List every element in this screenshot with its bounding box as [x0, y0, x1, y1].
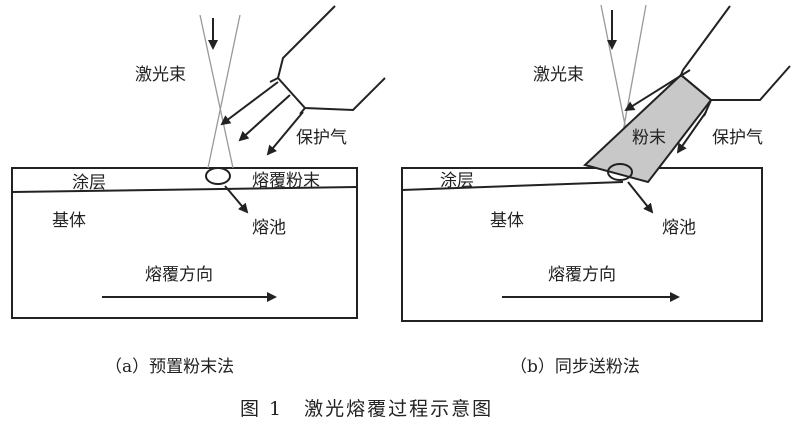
shield-gas-label-b: 保护气 [712, 128, 763, 148]
molten-pool-label-a: 熔池 [252, 218, 286, 238]
substrate-block-b [401, 167, 763, 322]
coating-layer-a [11, 186, 358, 193]
coating-layer-b [401, 181, 624, 191]
molten-pool-arrow-b [627, 181, 654, 214]
powder-label-b: 粉末 [632, 128, 666, 148]
caption-a: （a）预置粉末法 [105, 357, 234, 377]
shield-gas-arrows-a [220, 81, 304, 156]
cladding-direction-label-b: 熔覆方向 [548, 265, 616, 285]
substrate-label-a: 基体 [52, 211, 86, 231]
preset-powder-label-a: 熔覆粉末 [252, 171, 320, 191]
laser-beam-label-b: 激光束 [533, 65, 584, 85]
cladding-direction-label-a: 熔覆方向 [145, 265, 213, 285]
coating-label-b: 涂层 [440, 171, 474, 191]
powder-arrow-b [624, 69, 691, 112]
molten-pool-label-b: 熔池 [662, 218, 696, 238]
molten-pool-shape-b [607, 163, 633, 181]
coating-label-a: 涂层 [72, 173, 106, 193]
panel-a: 激光束 保护气 涂层 熔覆粉末 基体 熔池 熔覆方向 [11, 5, 386, 319]
laser-beam-label-a: 激光束 [135, 65, 186, 85]
shield-gas-label-a: 保护气 [296, 128, 347, 148]
molten-pool-shape-a [205, 167, 231, 185]
nozzle-a [269, 5, 386, 115]
substrate-block-a [11, 167, 358, 319]
laser-beam-a [199, 14, 241, 169]
molten-pool-arrow-a [224, 185, 249, 214]
panel-b: 激光束 粉末 保护气 涂层 基体 熔池 熔覆方向 [401, 4, 791, 322]
shield-gas-arrow-b [676, 111, 707, 154]
caption-b: （b）同步送粉法 [510, 357, 640, 377]
figure-title: 图 1 激光熔覆过程示意图 [240, 398, 493, 420]
substrate-label-b: 基体 [490, 211, 524, 231]
